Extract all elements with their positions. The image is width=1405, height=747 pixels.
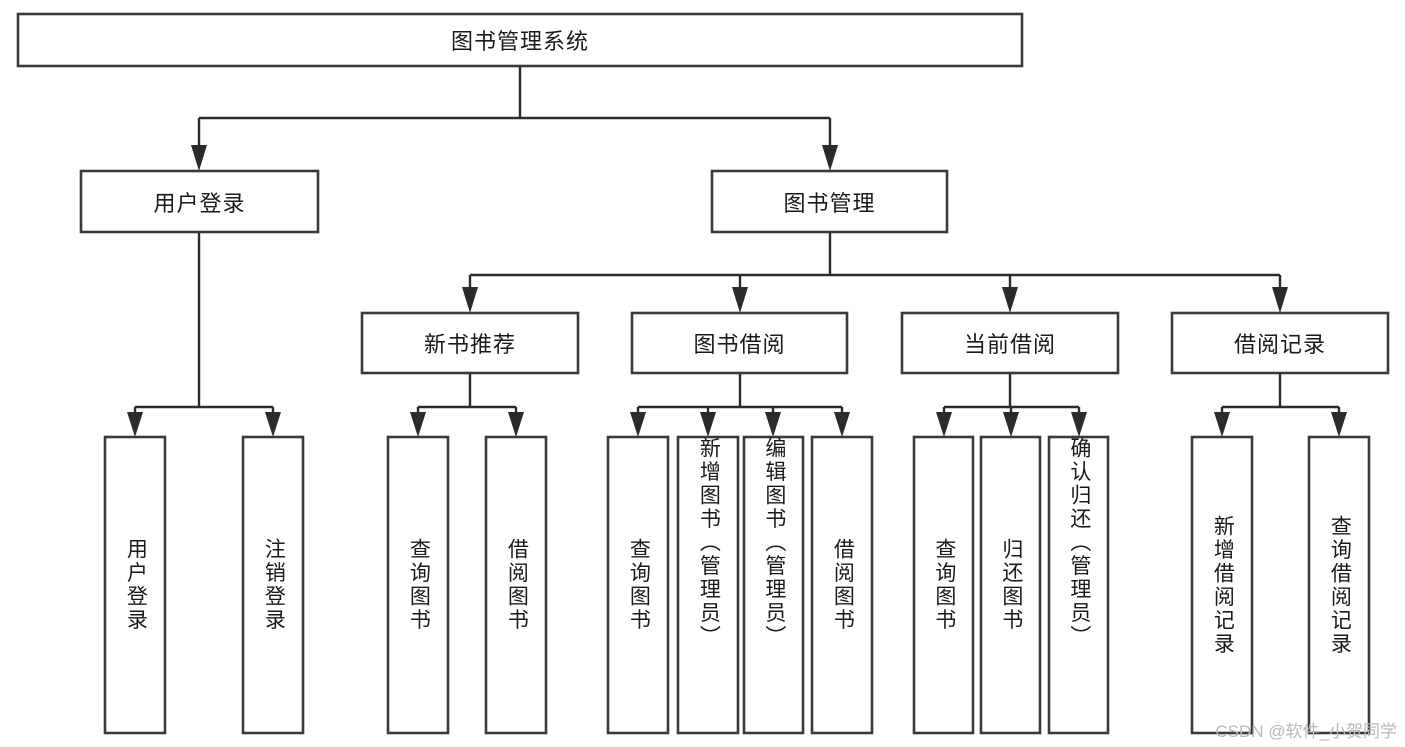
arrow-currentborrow-leaf-1-icon [1003,412,1019,437]
arrow-currentborrow-leaf-2-icon [1071,412,1087,437]
arrow-newbook-leaf-1-icon [508,412,524,437]
leaf-box-book-borrow-0[interactable] [606,435,670,735]
leaf-box-borrow-record-0[interactable] [1190,435,1254,735]
leaf-box-borrow-record-1[interactable] [1307,435,1371,735]
node-box-book-borrow[interactable] [630,311,849,375]
arrow-userlogin-leaf-0-icon [127,412,143,437]
edges-newbook-to-leaves [410,373,524,437]
arrow-bookborrow-leaf-1-icon [700,412,716,437]
node-box-borrow-record[interactable] [1170,311,1390,375]
arrow-borrowrecord-leaf-1-icon [1331,412,1347,437]
arrow-bookborrow-leaf-0-icon [630,412,646,437]
arrow-to-bookborrow-icon [732,287,748,313]
leaf-box-book-borrow-1[interactable] [676,435,740,735]
edges-root-to-level2 [191,66,838,171]
arrow-to-currentborrow-icon [1002,287,1018,313]
edges-borrowrecord-to-leaves [1214,373,1347,437]
node-box-new-book-recommend[interactable] [360,311,580,375]
node-box-user-login[interactable] [79,169,320,234]
leaf-box-current-borrow-2[interactable] [1047,435,1110,735]
arrow-to-newbook-icon [462,287,478,313]
leaf-box-current-borrow-0[interactable] [912,435,975,735]
leaf-box-current-borrow-1[interactable] [979,435,1042,735]
edges-bookborrow-to-leaves [630,373,850,437]
arrow-userlogin-leaf-1-icon [265,412,281,437]
arrow-bookborrow-leaf-2-icon [765,412,781,437]
node-box-current-borrow[interactable] [900,311,1120,375]
edges-userlogin-to-leaves [127,232,281,437]
leaf-box-user-login-0[interactable] [103,435,167,735]
leaf-box-book-borrow-3[interactable] [810,435,874,735]
arrow-bookborrow-leaf-3-icon [834,412,850,437]
leaf-box-user-login-1[interactable] [241,435,305,735]
arrow-newbook-leaf-0-icon [410,412,426,437]
leaf-box-new-book-0[interactable] [386,435,450,735]
arrow-to-borrowrecord-icon [1272,287,1288,313]
arrow-currentborrow-leaf-0-icon [936,412,952,437]
leaf-box-new-book-1[interactable] [484,435,548,735]
arrow-to-book-manage-icon [822,145,838,171]
edges-bookmanage-to-level3 [462,232,1288,313]
arrow-borrowrecord-leaf-0-icon [1214,412,1230,437]
node-box-book-manage[interactable] [710,169,949,234]
arrow-to-user-login-icon [191,145,207,171]
edges-currentborrow-to-leaves [936,373,1087,437]
leaf-box-book-borrow-2[interactable] [742,435,805,735]
node-box-root[interactable] [16,12,1024,68]
